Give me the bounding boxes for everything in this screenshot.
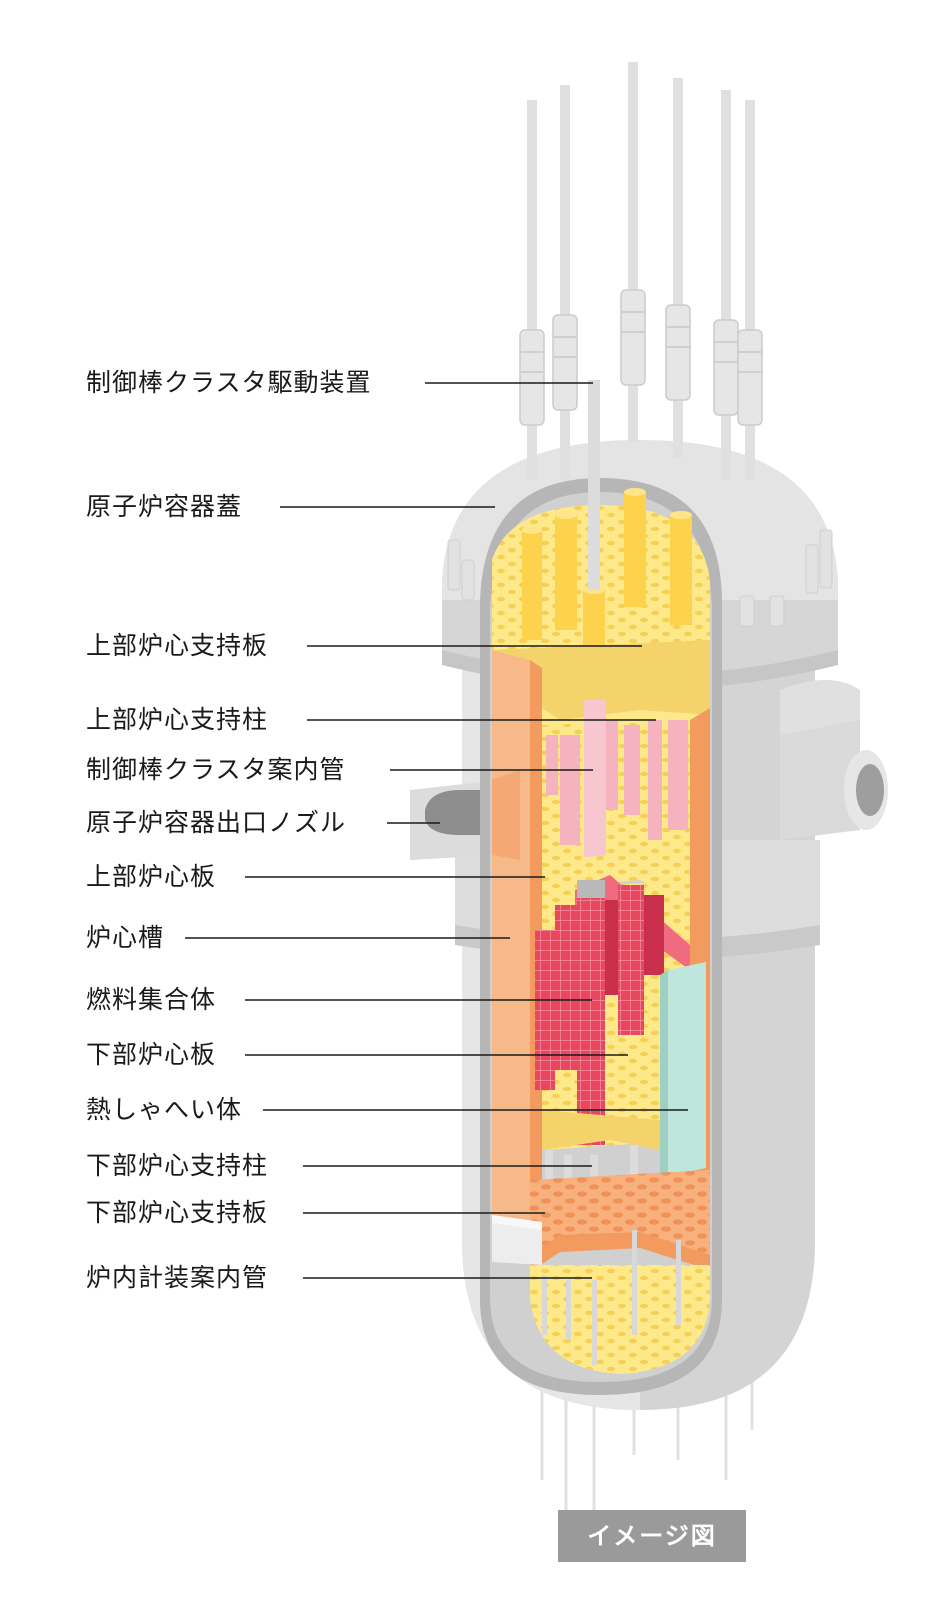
fuel-assemblies bbox=[535, 875, 690, 1145]
label-upper-core-plate: 上部炉心板 bbox=[86, 862, 217, 891]
thermal-shield bbox=[668, 962, 706, 1176]
label-lower-support-column: 下部炉心支持柱 bbox=[86, 1151, 269, 1180]
label-outlet-nozzle: 原子炉容器出口ノズル bbox=[86, 808, 347, 837]
label-upper-support-column: 上部炉心支持柱 bbox=[86, 705, 269, 734]
upper-core-plate bbox=[542, 850, 690, 905]
in-core-instrument-tubes bbox=[542, 1230, 681, 1365]
image-caption: イメージ図 bbox=[558, 1510, 746, 1562]
label-closure-head: 原子炉容器蓋 bbox=[86, 492, 243, 521]
inlet-nozzle bbox=[780, 680, 888, 840]
crdm-shafts bbox=[519, 62, 763, 480]
label-guide-tube: 制御棒クラスタ案内管 bbox=[86, 755, 346, 784]
lower-core-plate bbox=[542, 1110, 660, 1150]
label-fuel-assembly: 燃料集合体 bbox=[86, 985, 217, 1014]
label-lower-core-plate: 下部炉心板 bbox=[86, 1040, 217, 1069]
leader-lines bbox=[185, 382, 688, 1279]
label-instrument-guide-tube: 炉内計装案内管 bbox=[86, 1263, 269, 1292]
label-core-barrel: 炉心槽 bbox=[86, 923, 165, 952]
guide-tubes bbox=[546, 700, 688, 900]
label-upper-support-plate: 上部炉心支持板 bbox=[86, 631, 269, 660]
label-thermal-shield: 熱しゃへい体 bbox=[86, 1095, 243, 1124]
label-crdm: 制御棒クラスタ駆動装置 bbox=[86, 368, 372, 397]
label-lower-support-plate: 下部炉心支持板 bbox=[86, 1198, 269, 1227]
